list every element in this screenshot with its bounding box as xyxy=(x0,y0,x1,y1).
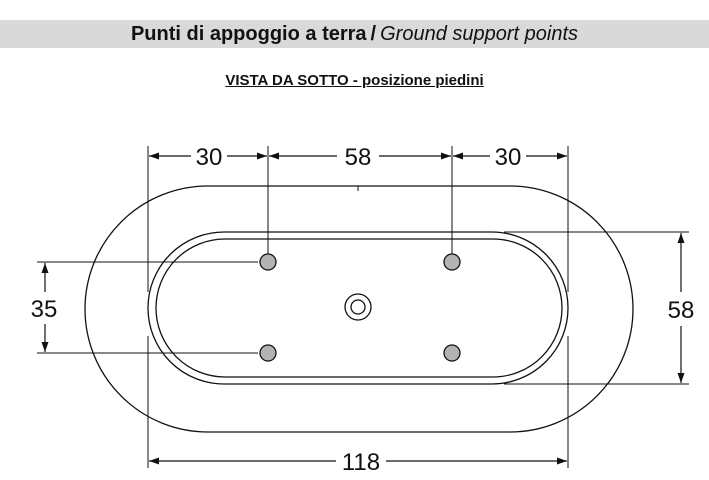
support-foot-bottom-left xyxy=(259,344,277,362)
header-title-separator: / xyxy=(370,22,377,45)
header-title: Punti di appoggio a terra/Ground support… xyxy=(131,23,578,46)
dimension-total-length: 118 xyxy=(342,449,380,476)
header-band: Punti di appoggio a terra/Ground support… xyxy=(0,20,709,48)
inner-recess-inner-outline xyxy=(155,238,563,378)
dimension-left-offset: 30 xyxy=(196,144,223,171)
center-hole xyxy=(344,293,372,321)
bottom-dimension: 118 xyxy=(147,336,569,476)
support-foot-bottom-right xyxy=(443,344,461,362)
left-vertical-dimension: 35 xyxy=(31,261,258,354)
top-dimension-chain: 30 58 30 xyxy=(147,144,569,292)
inner-recess-outer-outline xyxy=(147,231,569,385)
dimension-inner-height: 58 xyxy=(668,297,695,324)
header-title-italian: Punti di appoggio a terra xyxy=(130,22,367,45)
header-title-english: Ground support points xyxy=(380,22,579,45)
dimension-foot-spacing-vertical: 35 xyxy=(31,296,58,323)
right-vertical-dimension: 58 xyxy=(504,231,695,385)
support-foot-top-left xyxy=(259,253,277,271)
outer-base-outline xyxy=(84,185,634,433)
support-foot-top-right xyxy=(443,253,461,271)
dimension-right-offset: 30 xyxy=(495,144,522,171)
view-subtitle: VISTA DA SOTTO - posizione piedini xyxy=(225,72,484,89)
dimension-center-spacing: 58 xyxy=(345,144,372,171)
